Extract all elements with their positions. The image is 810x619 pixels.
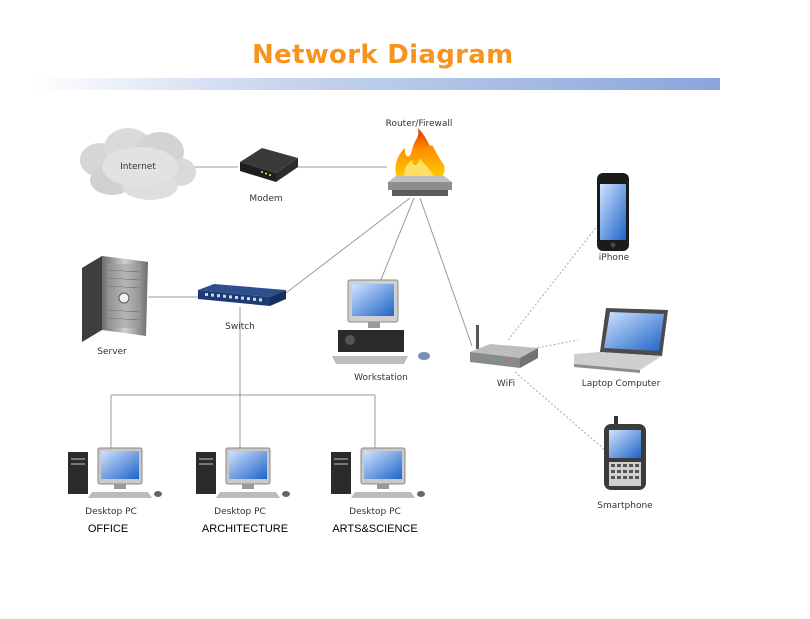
link-router-wifi [419,197,473,347]
workstation-icon [332,279,430,364]
wireless-links [507,224,606,451]
page-title: Network Diagram [252,40,514,70]
wifi-label: WiFi [496,379,516,389]
title-underline-bar [30,78,720,90]
modem-label: Modem [249,194,283,204]
modem-icon [240,148,298,182]
switch-icon [198,284,286,306]
switch-label: Switch [225,322,255,332]
iphone-icon [597,173,629,251]
iphone-label: iPhone [598,253,630,263]
server-label: Server [97,347,127,357]
desktop-pc-office-label: Desktop PC [85,507,137,517]
laptop-icon [574,308,668,373]
router-firewall-label: Router/Firewall [385,119,453,129]
desktop-pc-arts-science-label: Desktop PC [349,507,401,517]
link-router-switch [285,197,411,294]
link-wifi-iphone [507,224,599,341]
wifi-router-icon [470,325,538,368]
department-arts-science-label: ARTS&SCIENCE [332,523,418,535]
router-firewall-icon [388,128,452,196]
internet-cloud-icon [80,128,196,200]
wired-links [110,166,473,448]
internet-label: Internet [120,162,156,172]
department-architecture-label: ARCHITECTURE [201,523,289,535]
link-router-workstation [379,197,415,283]
laptop-label: Laptop Computer [581,379,661,389]
server-icon [82,256,148,342]
workstation-label: Workstation [354,373,408,383]
desktop-pc-architecture-label: Desktop PC [214,507,266,517]
desktop-pc-office-icon [68,447,162,498]
desktop-pc-architecture-icon [196,447,290,498]
department-office-label: OFFICE [87,523,129,535]
smartphone-label: Smartphone [597,501,653,511]
smartphone-icon [604,416,646,490]
desktop-pc-arts-science-icon [331,447,425,498]
